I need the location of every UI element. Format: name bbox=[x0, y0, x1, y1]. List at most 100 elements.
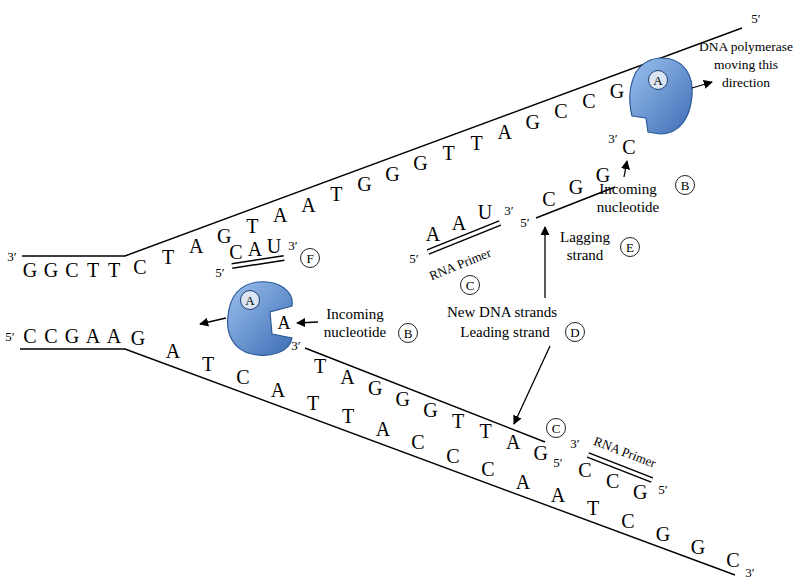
base-letter: A bbox=[516, 471, 530, 493]
base-letter: C bbox=[726, 549, 739, 571]
callout-label-holder: New DNA strands bbox=[447, 305, 557, 320]
callout-circle: B bbox=[675, 175, 695, 195]
strand-end-label: 3′ bbox=[570, 436, 579, 451]
base-letter: T bbox=[443, 142, 455, 164]
base-letter-holder: T bbox=[307, 393, 319, 413]
base-letter-holder: G bbox=[691, 537, 705, 557]
base-letter: G bbox=[217, 225, 231, 247]
base-letter: C bbox=[622, 136, 635, 158]
callout-label-holder: Lagging strand bbox=[553, 228, 617, 264]
base-letter-holder: T bbox=[471, 133, 483, 153]
strand-end-label-holder: 5′ bbox=[553, 456, 562, 469]
dna-polymerase bbox=[228, 282, 293, 355]
base-letter: G bbox=[534, 442, 548, 464]
base-letter-holder: A bbox=[301, 195, 315, 215]
base-letter: C bbox=[23, 325, 36, 347]
base-letter: A bbox=[278, 313, 291, 333]
enzyme-site-circle: A bbox=[240, 290, 260, 310]
base-letter-holder: A bbox=[166, 341, 180, 361]
base-letter-holder: C bbox=[554, 101, 567, 121]
base-letter: A bbox=[498, 121, 512, 143]
callout-label-holder: Incoming nucleotide bbox=[317, 305, 393, 341]
strand-end-label-holder: 3′ bbox=[504, 204, 513, 217]
callout-label-holder: DNA polymerase moving this direction bbox=[696, 38, 796, 92]
base-letter: C bbox=[446, 445, 459, 467]
base-letter-holder: T bbox=[342, 406, 354, 426]
base-letter: A bbox=[376, 418, 390, 440]
callout-letter: F bbox=[306, 252, 313, 265]
strand-end-label: 5′ bbox=[751, 11, 760, 26]
callout-label-holder: Incoming nucleotide bbox=[590, 180, 666, 216]
base-letter-holder: C bbox=[446, 446, 459, 466]
base-letter-holder: A bbox=[498, 122, 512, 142]
base-letter: C bbox=[621, 510, 634, 532]
callout-label: DNA polymerase moving this direction bbox=[699, 39, 793, 90]
base-letter: T bbox=[342, 405, 354, 427]
base-letter-holder: C bbox=[578, 460, 591, 480]
callout-letter: C bbox=[466, 279, 475, 292]
leader-arrow bbox=[514, 346, 550, 424]
strand-end-label: 5′ bbox=[553, 455, 562, 470]
callout-circle: C bbox=[460, 275, 480, 295]
base-letter: A bbox=[551, 484, 565, 506]
callout-circle: B bbox=[398, 323, 418, 343]
base-letter: A bbox=[107, 325, 121, 347]
base-letter: G bbox=[413, 152, 427, 174]
base-letter-holder: U bbox=[478, 202, 492, 222]
base-letter-holder: A bbox=[426, 224, 440, 244]
strand-end-label-holder: 5′ bbox=[658, 483, 667, 496]
callout-letter: D bbox=[570, 326, 579, 339]
base-letter: T bbox=[307, 392, 319, 414]
base-letter: T bbox=[452, 410, 464, 432]
base-letter-holder: C bbox=[606, 471, 619, 491]
enzyme-site-circle: A bbox=[648, 70, 668, 90]
base-letter-holder: C bbox=[621, 511, 634, 531]
base-letter-holder: U bbox=[267, 236, 281, 256]
callout-label: New DNA strands bbox=[447, 304, 557, 320]
direction-arrow bbox=[200, 318, 226, 324]
strand-end-label-holder: 3′ bbox=[745, 566, 754, 579]
callout-letter: E bbox=[626, 241, 634, 254]
strand-end-label: 3′ bbox=[291, 338, 300, 353]
base-letter: G bbox=[423, 399, 437, 421]
base-letter-holder: C bbox=[622, 137, 635, 157]
base-letter: C bbox=[229, 241, 242, 263]
base-letter-holder: A bbox=[86, 326, 100, 346]
callout-label: Incoming nucleotide bbox=[597, 181, 659, 215]
base-letter: T bbox=[479, 420, 491, 442]
base-letter: U bbox=[478, 201, 492, 223]
base-letter: C bbox=[133, 256, 146, 278]
strand-end-label: 3′ bbox=[745, 565, 754, 580]
base-letter: A bbox=[166, 340, 180, 362]
base-letter: G bbox=[396, 388, 410, 410]
base-letter-holder: C bbox=[582, 91, 595, 111]
base-letter: A bbox=[273, 204, 287, 226]
base-letter: C bbox=[44, 325, 57, 347]
base-letter-holder: T bbox=[443, 143, 455, 163]
base-letter-holder: A bbox=[248, 239, 262, 259]
base-letter: G bbox=[44, 259, 58, 281]
strand-end-label-holder: 3′ bbox=[288, 239, 297, 252]
base-letter-holder: A bbox=[551, 485, 565, 505]
base-letter-holder: G bbox=[610, 81, 624, 101]
leader-arrow bbox=[544, 227, 545, 298]
base-letter: T bbox=[87, 259, 99, 281]
base-letter: T bbox=[246, 215, 258, 237]
callout-label: Incoming nucleotide bbox=[324, 306, 386, 340]
strand-end-label: 5′ bbox=[5, 329, 14, 344]
base-letter: T bbox=[330, 183, 342, 205]
strand-end-label: 3′ bbox=[504, 203, 513, 218]
base-letter-holder: G bbox=[423, 400, 437, 420]
base-letter-holder: G bbox=[534, 443, 548, 463]
base-letter: C bbox=[578, 459, 591, 481]
base-letter: G bbox=[357, 173, 371, 195]
base-letter-holder: C bbox=[542, 189, 555, 209]
leader-arrow bbox=[297, 322, 318, 323]
callout-letter: C bbox=[552, 422, 561, 435]
base-letter: T bbox=[162, 246, 174, 268]
base-letter: C bbox=[481, 458, 494, 480]
base-letter-holder: C bbox=[726, 550, 739, 570]
callout-circle: C bbox=[546, 418, 566, 438]
callout-letter: B bbox=[681, 179, 690, 192]
